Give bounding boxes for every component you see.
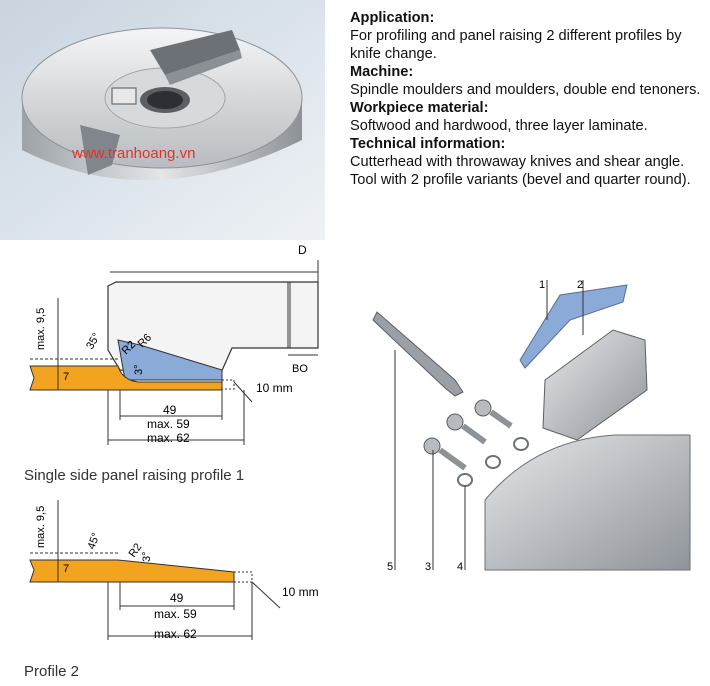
machine-text: Spindle moulders and moulders, double en…	[350, 82, 701, 98]
workpiece-text: Softwood and hardwood, three layer lamin…	[350, 118, 648, 134]
application-text: For profiling and panel raising 2 differ…	[350, 28, 682, 62]
watermark-text: www.tranhoang.vn	[71, 145, 195, 162]
bo-label: BO	[292, 363, 308, 375]
profile-1-caption: Single side panel raising profile 1	[24, 467, 245, 484]
callout-3: 3	[425, 561, 431, 573]
seven-label: 7	[63, 371, 69, 383]
callout-5: 5	[387, 561, 393, 573]
description-block: Application: For profiling and panel rai…	[350, 9, 710, 189]
p2-max95-label: max. 9,5	[35, 506, 47, 548]
p2-seven-label: 7	[63, 563, 69, 575]
workpiece-wood	[29, 365, 223, 391]
workpiece-heading: Workpiece material:	[350, 100, 489, 116]
product-photo: www.tranhoang.vn	[0, 0, 325, 240]
workpiece-wood-2	[29, 559, 235, 583]
exploded-view: 1 2 3 4 5	[372, 279, 691, 573]
p2-max62-label: max. 62	[154, 627, 197, 641]
angle35-label: 35°	[84, 331, 103, 351]
technical-text: Cutterhead with throwaway knives and she…	[350, 154, 691, 188]
profile-1-diagram: D BO max. 9,5 7 35° R2 R6 3° 49 max. 59 …	[29, 243, 319, 445]
p2-max59-label: max. 59	[154, 607, 197, 621]
p2-angle3-label: 3°	[141, 551, 153, 562]
callout-1: 1	[539, 279, 545, 291]
cutter-body-part	[484, 434, 691, 571]
callout-2: 2	[577, 279, 583, 291]
max62-label: max. 62	[147, 431, 190, 445]
max59-label: max. 59	[147, 417, 190, 431]
profile-2-caption: Profile 2	[24, 663, 80, 680]
knife-part	[519, 284, 628, 369]
ten-mm-label: 10 mm	[256, 381, 293, 395]
clamp-block	[542, 329, 648, 441]
technical-heading: Technical information:	[350, 136, 506, 152]
dim49-label: 49	[163, 403, 177, 417]
application-heading: Application:	[350, 10, 435, 26]
angle45-label: 45°	[86, 531, 103, 551]
p2-ten-mm-label: 10 mm	[282, 585, 319, 599]
callout-4: 4	[457, 561, 463, 573]
max95-label: max. 9,5	[35, 308, 47, 350]
profile-2-diagram: max. 9,5 7 45° R2 3° 49 max. 59 max. 62 …	[29, 500, 319, 641]
wrench-tool	[372, 311, 464, 397]
p2-dim49-label: 49	[170, 591, 184, 605]
machine-heading: Machine:	[350, 64, 414, 80]
angle3-label: 3°	[133, 364, 145, 375]
knife-shape	[117, 339, 223, 381]
d-label: D	[298, 243, 307, 257]
